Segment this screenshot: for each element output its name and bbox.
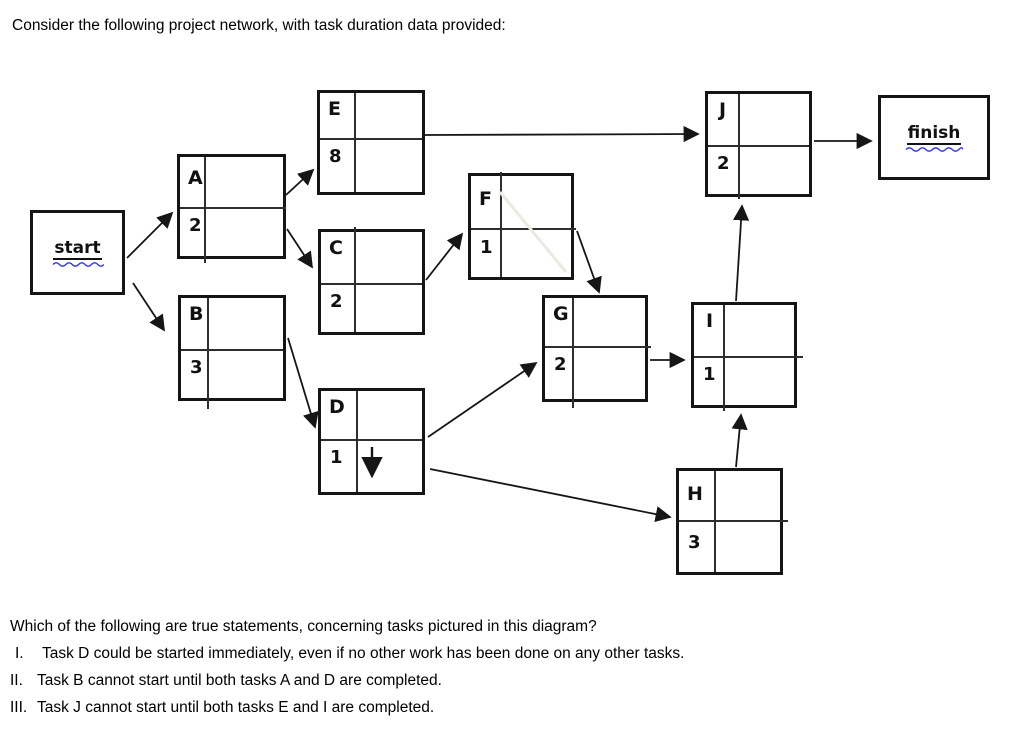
statement-3: III. Task J cannot start until both task… [10,694,684,721]
task-b-hline [181,349,283,351]
task-i-name: I [706,310,714,332]
arrow-i-to-j [733,204,750,302]
task-e-hline [320,138,422,140]
task-node-b: B 3 [178,295,286,409]
task-node-g: G 2 [542,295,651,408]
arrow-a-to-c [286,228,313,269]
spellcheck-squiggle-icon [905,147,963,153]
task-j-duration: 2 [717,153,730,174]
task-h-duration: 3 [688,532,701,553]
task-c-vline [354,227,356,332]
task-b-duration: 3 [190,357,203,378]
task-b-name: B [189,303,204,325]
finish-node: finish [878,95,990,180]
task-g-hline [545,346,651,348]
task-a-vline [204,157,206,263]
task-h-hline [679,520,788,522]
arrow-d-to-h [429,468,672,523]
start-label: start [53,238,102,261]
statement-3-numeral: III. [10,699,28,716]
finish-label-wrap: finish [905,123,963,153]
arrow-b-to-d [287,337,319,429]
question-block: Which of the following are true statemen… [10,613,684,721]
task-a-hline [180,207,286,209]
task-i-hline [694,356,803,358]
task-f-duration: 1 [480,237,493,258]
task-c-hline [321,283,422,285]
task-node-h: H 3 [676,468,788,575]
task-i-duration: 1 [703,364,716,385]
arrow-start-to-a [126,211,174,259]
arrow-h-to-i [731,413,748,468]
task-e-name: E [328,98,341,120]
task-j-hline [708,145,809,147]
task-e-vline [354,93,356,192]
arrow-start-to-b [132,282,165,332]
arrow-d-to-g [427,361,538,438]
task-a-duration: 2 [189,215,202,236]
task-c-duration: 2 [330,291,343,312]
task-j-name: J [719,99,727,121]
task-d-vline [356,391,358,492]
task-g-name: G [553,303,569,325]
arrow-a-to-e [285,168,315,196]
task-c-name: C [329,237,343,259]
task-b-vline [207,298,209,409]
task-f-vline [500,172,502,277]
task-h-name: H [687,483,703,505]
project-network-diagram: start finish A 2 B [30,90,990,575]
question-prompt: Which of the following are true statemen… [10,618,597,635]
task-g-duration: 2 [554,354,567,375]
task-a-name: A [188,167,203,189]
statement-1: I. Task D could be started immediately, … [10,640,684,667]
arrow-f-to-g [576,230,602,294]
task-f-hline [471,228,576,230]
statement-2: II. Task B cannot start until both tasks… [10,667,684,694]
finish-label: finish [906,123,962,146]
start-node: start [30,210,125,295]
task-node-d: D 1 [318,388,425,495]
statement-1-numeral: I. [15,645,24,662]
arrow-c-to-f [425,232,464,281]
spellcheck-squiggle-icon [51,262,104,268]
task-i-vline [723,305,725,411]
task-d-duration: 1 [330,447,343,468]
task-g-vline [572,298,574,408]
task-node-j: J 2 [705,91,812,199]
arrow-e-to-j [424,125,700,143]
task-node-i: I 1 [691,302,803,411]
task-d-name: D [329,396,345,418]
start-label-wrap: start [51,238,104,268]
task-node-f: F 1 [468,172,576,280]
statement-1-text: Task D could be started immediately, eve… [42,645,685,662]
task-node-a: A 2 [177,154,286,263]
task-node-c: C 2 [318,227,425,335]
question-title: Consider the following project network, … [12,17,506,34]
statement-3-text: Task J cannot start until both tasks E a… [37,699,435,716]
statement-2-numeral: II. [10,672,23,689]
statement-2-text: Task B cannot start until both tasks A a… [37,672,442,689]
task-d-hline [321,439,422,441]
task-node-e: E 8 [317,90,425,195]
task-e-duration: 8 [329,146,342,167]
task-f-name: F [479,188,492,210]
